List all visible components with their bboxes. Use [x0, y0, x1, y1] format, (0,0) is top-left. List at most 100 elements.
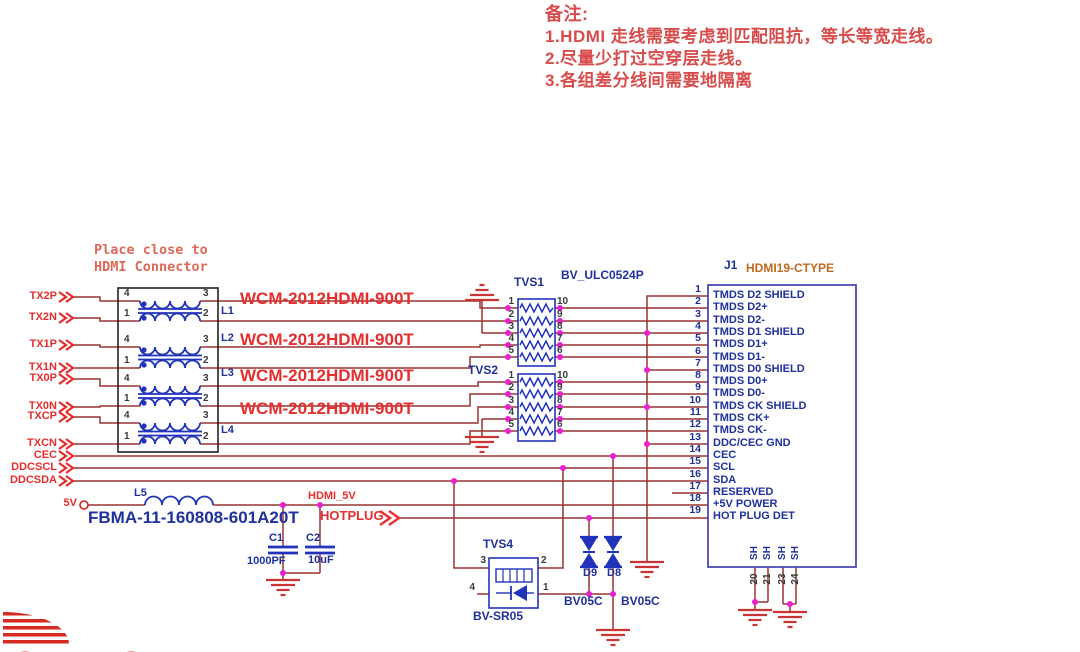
placement-note-line-1: Place close to	[94, 242, 208, 258]
j1-shield-pin-label-2: SH	[761, 546, 773, 560]
j1-pin-label-8: TMDS D0+	[713, 375, 768, 387]
choke-pin-3: 3	[203, 288, 209, 299]
j1-pin-label-9: TMDS D0-	[713, 387, 765, 399]
choke-designator-l3: L3	[221, 367, 234, 379]
tvs2-designator: TVS2	[468, 363, 499, 377]
j1-pin-number-7: 7	[695, 357, 701, 369]
j1-pin-number-1: 1	[695, 283, 701, 295]
c2-value: 10uF	[308, 554, 334, 566]
choke-part-label-2: WCM-2012HDMI-900T	[240, 330, 414, 349]
tvs2-right-pin: 10	[557, 370, 569, 381]
j1-pin-label-14: CEC	[713, 449, 737, 461]
tvs2-left-pin: 2	[508, 382, 514, 393]
j1-pin-number-16: 16	[689, 468, 701, 480]
choke-pin-4: 4	[124, 410, 130, 421]
tvs-part-label: BV_ULC0524P	[561, 268, 644, 282]
j1-shield-pin-label-1: SH	[748, 546, 760, 560]
d9-part-label: BV05C	[564, 594, 603, 608]
j1-shield-pin-number: 24	[789, 573, 801, 585]
tvs1-designator: TVS1	[514, 275, 545, 289]
tvs1-left-pin: 1	[508, 296, 514, 307]
j1-shield-pin-label-4: SH	[789, 546, 801, 560]
placement-note-line-2: HDMI Connector	[94, 259, 208, 275]
choke-designator-l2: L2	[221, 332, 234, 344]
choke-pin-1: 1	[124, 393, 130, 404]
tvs4-pin-3: 3	[480, 555, 486, 566]
choke-pin-2: 2	[203, 393, 209, 404]
j1-pin-label-18: +5V POWER	[713, 498, 778, 510]
j1-pin-label-11: TMDS CK+	[713, 412, 770, 424]
signal-label-ddcsda: DDCSDA	[9, 474, 57, 486]
signal-label-txcp: TXCP	[27, 410, 57, 422]
l5-designator: L5	[134, 487, 147, 499]
signal-label-tx2p: TX2P	[29, 290, 57, 302]
tvs2-right-pin: 8	[557, 395, 563, 406]
tvs4-part-label: BV-SR05	[473, 609, 524, 623]
j1-pin-label-2: TMDS D2+	[713, 301, 768, 313]
j1-pin-label-15: SCL	[713, 461, 735, 473]
j1-pin-label-16: SDA	[713, 474, 737, 486]
j1-pin-number-8: 8	[695, 369, 701, 381]
tvs2-left-pin: 4	[508, 407, 514, 418]
tvs1-right-pin: 9	[557, 309, 563, 320]
tvs1-right-pin: 6	[557, 345, 563, 356]
signal-label-tx2n: TX2N	[28, 311, 57, 323]
j1-pin-label-12: TMDS CK-	[713, 424, 767, 436]
choke-pin-3: 3	[203, 410, 209, 421]
tvs2-left-pin: 3	[508, 395, 514, 406]
tvs1-left-pin: 5	[508, 345, 514, 356]
j1-pin-label-1: TMDS D2 SHIELD	[713, 289, 805, 301]
choke-pin-2: 2	[203, 431, 209, 442]
j1-shield-pin-number: 20	[748, 573, 760, 585]
signal-label-tx0n: TX0N	[28, 400, 57, 412]
choke-pin-2: 2	[203, 308, 209, 319]
tvs2-right-pin: 6	[557, 419, 563, 430]
tvs4-designator: TVS4	[483, 537, 514, 551]
ferrite-part-label: FBMA-11-160808-601A20T	[88, 508, 299, 527]
note-line-1: 1.HDMI 走线需要考虑到匹配阻抗，等长等宽走线。	[545, 27, 944, 46]
tvs4-pin-4: 4	[469, 582, 475, 593]
j1-pin-number-18: 18	[689, 492, 701, 504]
tvs4-pin-1: 1	[543, 582, 549, 593]
net-hdmi5v-label: HDMI_5V	[308, 490, 356, 502]
j1-designator: J1	[724, 258, 738, 272]
j1-part-label: HDMI19-CTYPE	[746, 261, 835, 275]
j1-pin-number-11: 11	[689, 406, 701, 418]
choke-pin-4: 4	[124, 373, 130, 384]
j1-shield-pin-number: 23	[776, 573, 788, 585]
d8-designator: D8	[607, 567, 622, 579]
j1-pin-label-4: TMDS D1 SHIELD	[713, 326, 805, 338]
note-line-3: 3.各组差分线间需要地隔离	[545, 71, 753, 90]
tvs1-left-pin: 4	[508, 333, 514, 344]
j1-pin-number-15: 15	[689, 455, 701, 467]
j1-pin-label-19: HOT PLUG DET	[713, 510, 795, 522]
j1-pin-label-3: TMDS D2-	[713, 314, 765, 326]
j1-pin-number-6: 6	[695, 345, 701, 357]
choke-pin-1: 1	[124, 308, 130, 319]
logo-text: OMPON	[8, 643, 184, 652]
notes-title: 备注:	[545, 4, 589, 24]
choke-pin-4: 4	[124, 334, 130, 345]
signal-label-ddcscl: DDCSCL	[11, 461, 57, 473]
j1-pin-label-10: TMDS CK SHIELD	[713, 400, 807, 412]
tvs1-right-pin: 7	[557, 333, 563, 344]
signal-label-tx0p: TX0P	[29, 372, 57, 384]
j1-pin-label-5: TMDS D1+	[713, 338, 768, 350]
j1-pin-number-5: 5	[695, 332, 701, 344]
choke-pin-3: 3	[203, 373, 209, 384]
tvs2-right-pin: 7	[557, 407, 563, 418]
choke-pin-1: 1	[124, 431, 130, 442]
j1-pin-label-13: DDC/CEC GND	[713, 437, 791, 449]
j1-shield-pin-label-3: SH	[776, 546, 788, 560]
signal-label-cec: CEC	[33, 449, 57, 461]
net-5v-label: 5V	[63, 497, 77, 509]
choke-designator-l4: L4	[221, 424, 234, 436]
signal-label-tx1n: TX1N	[28, 361, 57, 373]
choke-pin-2: 2	[203, 355, 209, 366]
j1-pin-number-13: 13	[689, 431, 701, 443]
tvs2-left-pin: 1	[508, 370, 514, 381]
choke-pin-4: 4	[124, 288, 130, 299]
choke-designator-l1: L1	[221, 305, 234, 317]
signal-label-txcn: TXCN	[27, 437, 57, 449]
